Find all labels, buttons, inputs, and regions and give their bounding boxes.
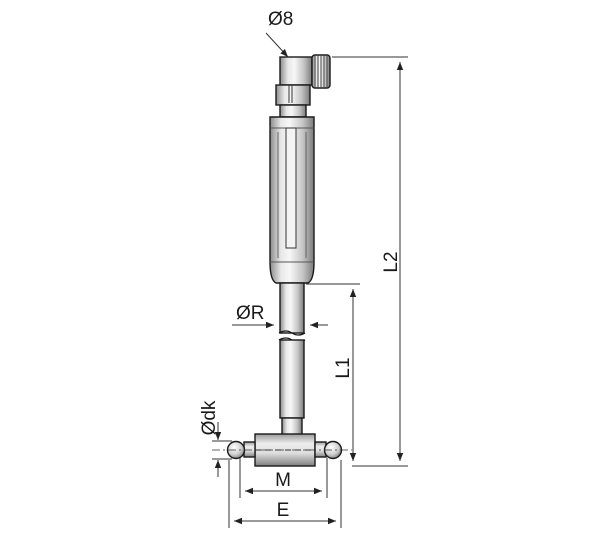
label-diameter-8: Ø8: [268, 9, 293, 30]
label-l1: L1: [333, 357, 354, 378]
dimension-diameter-8: Ø8: [265, 9, 293, 58]
dimension-m: M: [239, 458, 328, 498]
dimension-diameter-r: ØR: [232, 303, 328, 329]
upper-holder: [275, 56, 313, 106]
neck: [279, 104, 307, 118]
shaft: [278, 282, 306, 437]
dimension-l1: L1: [306, 283, 360, 461]
dimension-diameter-dk: Ødk: [199, 400, 232, 477]
label-diameter-r: ØR: [236, 303, 265, 324]
label-e: E: [277, 500, 290, 521]
label-diameter-dk: Ødk: [199, 400, 220, 435]
dimension-l2: L2: [332, 56, 408, 467]
label-m: M: [275, 470, 291, 491]
label-l2: L2: [381, 251, 402, 272]
knurled-nut: [311, 54, 331, 89]
handle-sleeve: [269, 116, 315, 284]
dimension-e: E: [228, 460, 342, 528]
